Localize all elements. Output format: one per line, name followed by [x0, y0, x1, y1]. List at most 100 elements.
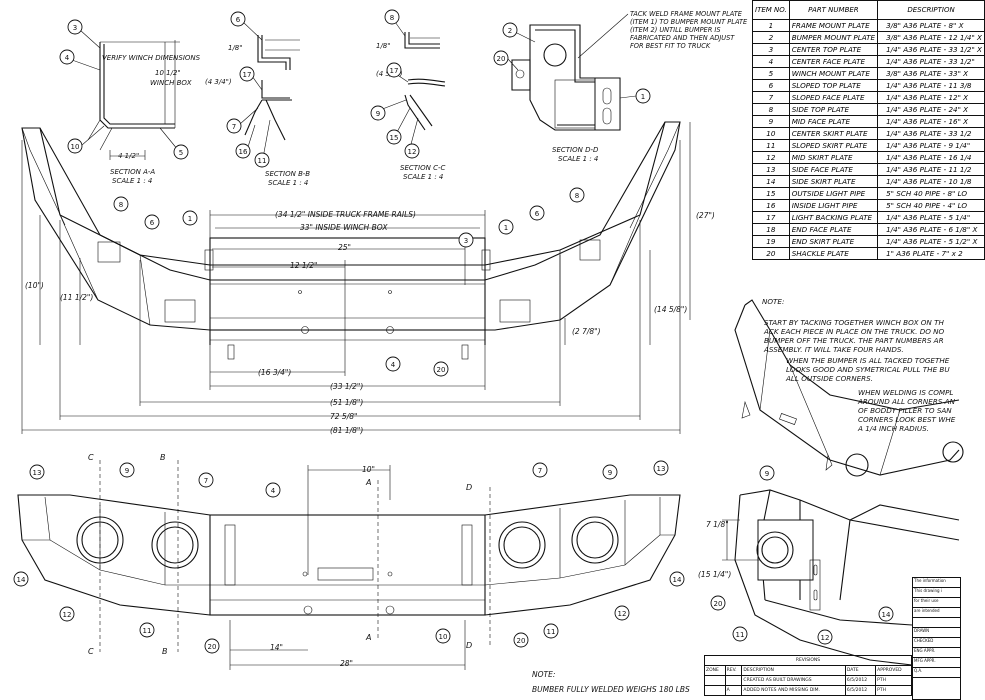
iso-dim1: 7 1/8"	[706, 520, 729, 529]
title-row: are intended	[913, 608, 960, 618]
front-view: C C B B A A D D 10" 14" 28" 13 9 7 4 7 9…	[13, 453, 685, 670]
svg-text:12: 12	[408, 148, 417, 156]
rev-title: REVISIONS	[704, 655, 912, 666]
svg-text:6: 6	[535, 210, 540, 218]
aa-dim-h-sub: WINCH BOX	[150, 79, 192, 87]
balloon: 16	[235, 143, 251, 159]
balloon: 3	[458, 232, 474, 248]
bom-part-number: CENTER TOP PLATE	[788, 43, 879, 56]
balloon: 12	[404, 143, 420, 159]
bom-part-number: FRAME MOUNT PLATE	[788, 19, 879, 32]
bom-item-no: 15	[752, 187, 790, 200]
balloon: 20	[513, 632, 529, 648]
balloon: 6	[230, 11, 246, 27]
rev-r2-zone	[704, 685, 726, 696]
bom-part-number: SIDE TOP PLATE	[788, 103, 879, 116]
bom-description: 1/4" A36 PLATE - 6 1/8" X	[877, 223, 985, 236]
balloon: 6	[144, 214, 160, 230]
svg-text:4: 4	[65, 54, 70, 62]
balloon: 17	[386, 62, 402, 78]
balloon: 10	[435, 628, 451, 644]
svg-text:7: 7	[232, 123, 236, 131]
balloon: 10	[67, 138, 83, 154]
bom-description: 1/4" A36 PLATE - 11 1/2	[877, 163, 985, 176]
aa-dim-w: 4 1/2"	[118, 152, 139, 160]
bom-description: 1/4" A36 PLATE - 11 3/8	[877, 79, 985, 92]
svg-text:1: 1	[641, 93, 645, 101]
bom-part-number: MID SKIRT PLATE	[788, 151, 879, 164]
balloon: 7	[198, 472, 214, 488]
cut-c-bottom: C	[88, 647, 94, 656]
svg-text:14: 14	[17, 576, 26, 584]
cc-scale: SCALE 1 : 4	[403, 173, 443, 181]
svg-text:9: 9	[608, 469, 612, 477]
bom-item-no: 6	[752, 79, 790, 92]
note-label: NOTE:	[762, 297, 785, 306]
bom-description: 5" SCH 40 PIPE - 8" LO	[877, 187, 985, 200]
svg-text:20: 20	[437, 366, 446, 374]
bom-item-no: 11	[752, 139, 790, 152]
balloon: 20	[493, 50, 509, 66]
balloon: 4	[59, 49, 75, 65]
svg-text:2: 2	[508, 27, 512, 35]
balloon: 14	[13, 571, 29, 587]
rev-r1-approved: PTH	[875, 675, 912, 686]
svg-text:12: 12	[821, 634, 830, 642]
balloon: 9	[370, 105, 386, 121]
bom-part-number: SLOPED SKIRT PLATE	[788, 139, 879, 152]
bom-item-no: 10	[752, 127, 790, 140]
bom-item-no: 7	[752, 91, 790, 104]
balloon: 2	[502, 22, 518, 38]
dim-81-1-8: (81 1/8")	[330, 426, 363, 435]
title-row	[913, 618, 960, 628]
balloon: 3	[67, 19, 83, 35]
balloon: 4	[385, 356, 401, 372]
balloon: 6	[529, 205, 545, 221]
bom-part-number: END FACE PLATE	[788, 223, 879, 236]
aa-dim-h: 10 1/2"	[155, 69, 181, 77]
rev-r1-desc: CREATED AS BUILT DRAWINGS	[741, 675, 846, 686]
balloon: 8	[113, 196, 129, 212]
balloon: 11	[732, 626, 748, 642]
balloon: 20	[204, 638, 220, 654]
bom-description: 1" A36 PLATE - 7" x 2	[877, 247, 985, 260]
bom-part-number: SLOPED TOP PLATE	[788, 79, 879, 92]
balloon: 9	[602, 464, 618, 480]
svg-text:6: 6	[150, 219, 155, 227]
balloon: 9	[759, 465, 775, 481]
drawing-sheet: VERIFY WINCH DIMENSIONS 10 1/2" WINCH BO…	[13, 0, 985, 700]
note-p3: WHEN WELDING IS COMPL AROUND ALL CORNERS…	[858, 388, 956, 433]
rev-r2-date: 6/5/2012	[844, 685, 877, 696]
dim-33-5: (33 1/2")	[330, 382, 363, 391]
svg-text:6: 6	[236, 16, 241, 24]
bom-item-no: 12	[752, 151, 790, 164]
balloon: 9	[119, 462, 135, 478]
bom-header-desc: DESCRIPTION	[877, 0, 985, 20]
dd-title: SECTION D-D	[552, 146, 599, 154]
svg-text:14: 14	[882, 611, 891, 619]
svg-text:8: 8	[119, 201, 123, 209]
svg-text:11: 11	[547, 628, 556, 636]
top-view: (34 1/2" INSIDE TRUCK FRAME RAILS) 33" I…	[21, 121, 715, 435]
svg-text:12: 12	[63, 611, 72, 619]
cut-d-bottom: D	[466, 641, 472, 650]
svg-text:11: 11	[258, 157, 267, 165]
cc-title: SECTION C-C	[400, 164, 445, 172]
bottom-note: BUMBER FULLY WELDED WEIGHS 180 LBS	[532, 685, 690, 694]
svg-text:11: 11	[143, 627, 152, 635]
bom-item-no: 1	[752, 19, 790, 32]
title-row: CHECKED	[913, 638, 960, 648]
svg-text:20: 20	[208, 643, 217, 651]
bom-description: 3/8" A36 PLATE - 33" X	[877, 67, 985, 80]
rev-h-desc: DESCRIPTION	[741, 665, 846, 676]
balloon: 12	[817, 629, 833, 645]
svg-text:20: 20	[517, 637, 526, 645]
balloon: 13	[653, 460, 669, 476]
